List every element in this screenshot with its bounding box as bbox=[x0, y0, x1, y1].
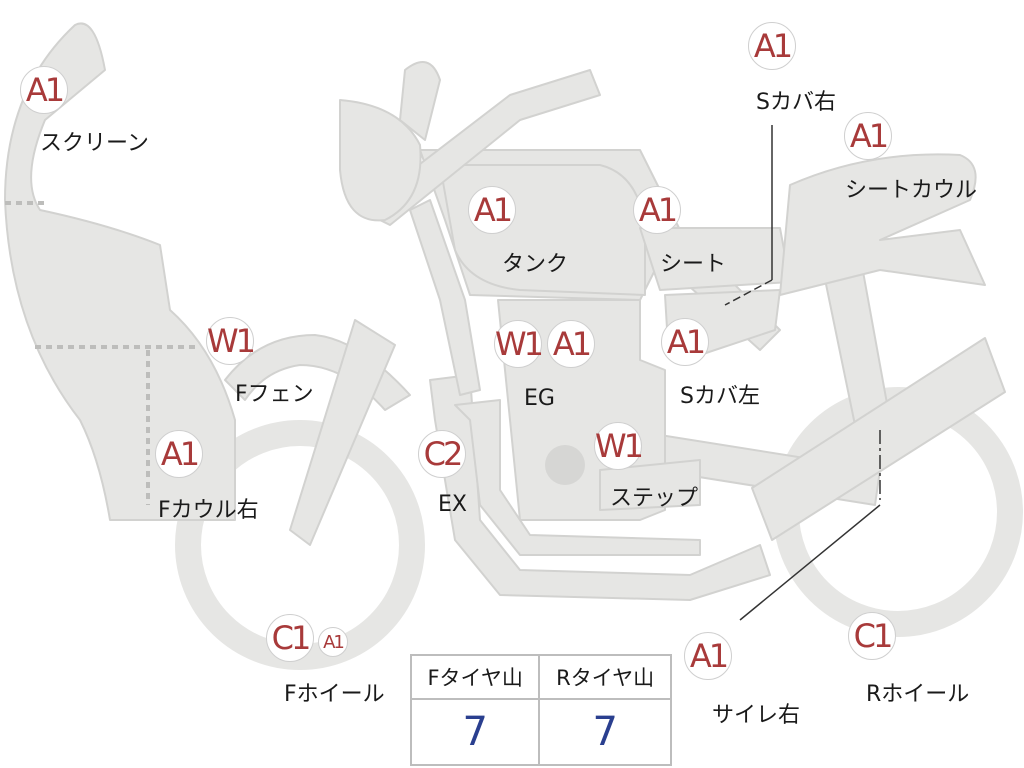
f-wheel-code-badge-2: A1 bbox=[318, 627, 348, 657]
muffler-right-label: サイレ右 bbox=[712, 703, 801, 728]
f-wheel-label: Fホイール bbox=[284, 682, 385, 707]
screen-code-badge: A1 bbox=[20, 66, 68, 114]
screen-label: スクリーン bbox=[40, 131, 149, 156]
r-wheel-label: Rホイール bbox=[866, 682, 970, 707]
tire-tread-table: Fタイヤ山 Rタイヤ山 7 7 bbox=[409, 654, 672, 766]
seat-cowl-shape bbox=[779, 153, 986, 296]
seat-cowl-code-badge: A1 bbox=[844, 112, 892, 160]
step-bar-shape bbox=[599, 459, 701, 511]
eg-code-badge: W1 bbox=[494, 320, 544, 368]
s-cover-right-label: Sカバ右 bbox=[756, 90, 836, 115]
mirror-stem-shape bbox=[399, 61, 441, 141]
front-fender-shape bbox=[224, 334, 411, 411]
ex-code-badge: C2 bbox=[418, 430, 466, 478]
muffler-right-code-badge: A1 bbox=[684, 632, 732, 680]
ex-label: EX bbox=[438, 492, 467, 517]
step-label: ステップ bbox=[610, 486, 699, 511]
engine-cover-circle bbox=[545, 445, 585, 485]
s-cover-left-code-badge: A1 bbox=[661, 318, 709, 366]
seat-cowl-label: シートカウル bbox=[845, 178, 978, 203]
f-fender-label: Fフェン bbox=[235, 382, 314, 407]
seat-code-badge: A1 bbox=[633, 186, 681, 234]
step-code-badge: W1 bbox=[594, 422, 644, 470]
front-fork-shape bbox=[289, 319, 396, 546]
leader-muffler-2 bbox=[739, 504, 881, 621]
f-cowl-right-code-badge: A1 bbox=[155, 430, 203, 478]
exhaust-pipe-inner bbox=[454, 399, 701, 556]
headlight-shape bbox=[339, 99, 422, 222]
front-tire-header: Fタイヤ山 bbox=[409, 654, 541, 700]
f-cowl-right-label: Fカウル右 bbox=[158, 498, 259, 523]
muffler-shape bbox=[751, 337, 1006, 541]
r-wheel-code-badge: C1 bbox=[848, 612, 896, 660]
rear-tire-header: Rタイヤ山 bbox=[538, 654, 672, 700]
f-wheel-code-badge: C1 bbox=[266, 614, 314, 662]
f-fender-code-badge: W1 bbox=[206, 317, 256, 365]
leader-s-cover-right-2 bbox=[724, 279, 773, 306]
front-tire-value: 7 bbox=[409, 698, 541, 766]
rear-tire-value: 7 bbox=[538, 698, 672, 766]
seat-label: シート bbox=[660, 252, 727, 277]
eg-label: EG bbox=[524, 386, 555, 411]
s-cover-right-code-badge: A1 bbox=[748, 22, 796, 70]
handlebar-shape bbox=[359, 69, 601, 226]
tank-code-badge: A1 bbox=[468, 186, 516, 234]
tank-label: タンク bbox=[502, 252, 569, 277]
fairing-shape bbox=[4, 22, 236, 521]
eg-code-badge-2: A1 bbox=[547, 320, 595, 368]
s-cover-left-label: Sカバ左 bbox=[680, 384, 760, 409]
